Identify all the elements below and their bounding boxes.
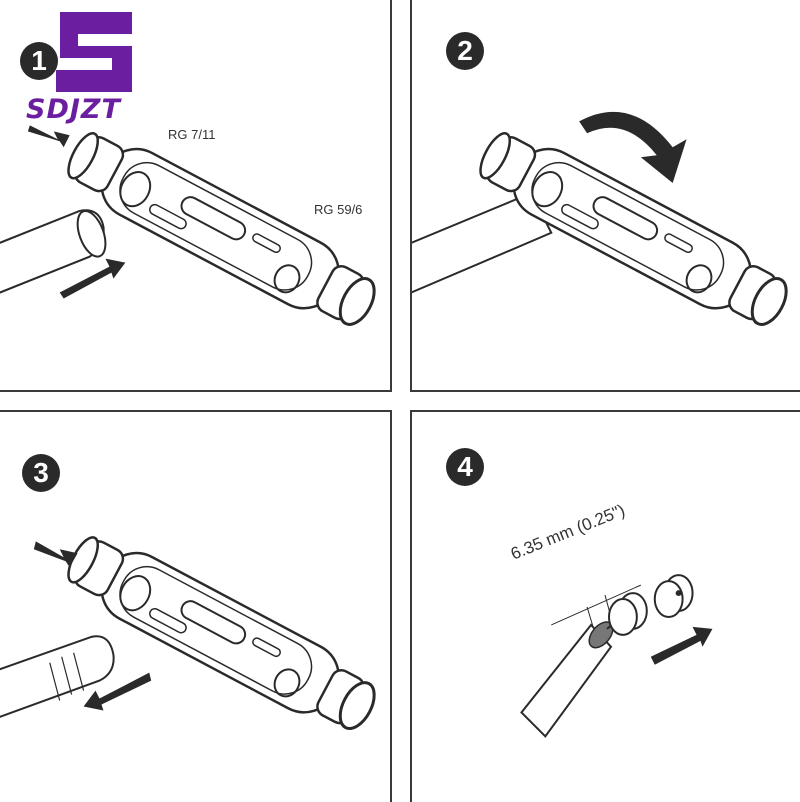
push-arrow	[33, 541, 78, 568]
step-1-panel: 1 RG 7/11 RG 59/6	[0, 0, 392, 392]
step-2-panel: 2	[410, 0, 800, 392]
stripper-tool	[67, 132, 376, 326]
stripper-tool	[67, 536, 376, 730]
brand-logo: SDJZT	[22, 12, 182, 132]
insert-arrow	[59, 258, 126, 299]
step-number-badge: 4	[446, 448, 484, 486]
step-1-illustration	[0, 125, 376, 326]
step-4-illustration	[520, 574, 713, 738]
stripped-cable	[0, 635, 115, 718]
rotate-arrow	[579, 111, 687, 184]
rg-59-6-label: RG 59/6	[314, 202, 363, 217]
logo-mark-icon	[56, 12, 132, 92]
step-3-illustration	[0, 536, 376, 730]
step-number-badge: 1	[20, 42, 58, 80]
step-2-illustration	[412, 111, 788, 326]
step-number-badge: 3	[22, 454, 60, 492]
step-4-panel: 4 6.35 mm (0.25")	[410, 410, 800, 802]
step-number-badge: 2	[446, 32, 484, 70]
push-arrow	[27, 125, 70, 148]
step-3-panel: 3	[0, 410, 392, 802]
rg-7-11-label: RG 7/11	[168, 127, 216, 142]
pull-arrow	[83, 672, 152, 711]
prepared-cable	[520, 623, 613, 738]
coax-cable	[412, 191, 553, 294]
remove-arrow	[650, 626, 713, 665]
stripper-tool	[479, 132, 788, 326]
brand-name: SDJZT	[26, 94, 121, 125]
